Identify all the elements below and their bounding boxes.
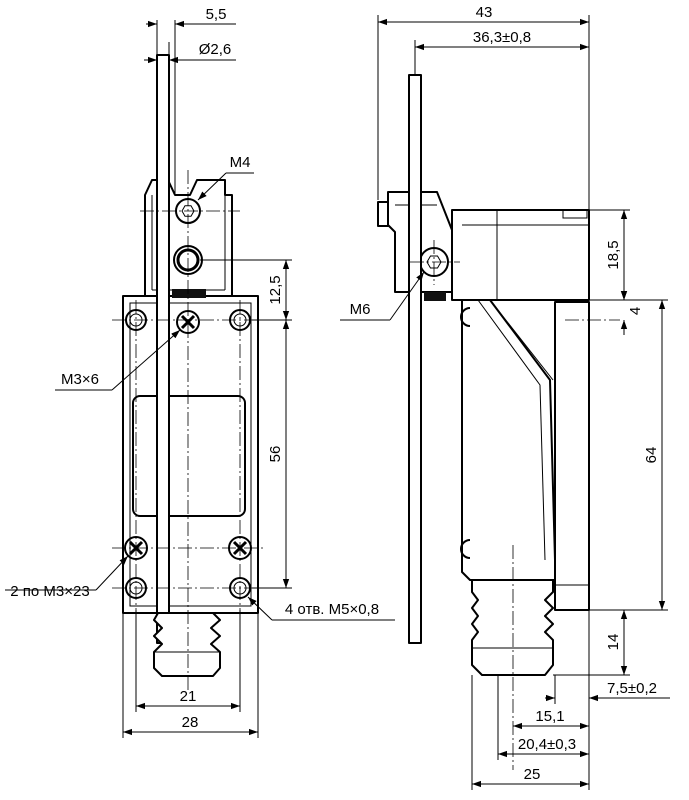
side-head-notch — [562, 209, 588, 219]
dim-lever-width: 5,5 — [206, 6, 227, 23]
dim-gland-height: 14 — [605, 634, 622, 651]
dim-mount-offset: 7,5±0,2 — [607, 680, 657, 697]
dim-overall-width: 43 — [476, 4, 493, 21]
label-m3x6: M3×6 — [61, 371, 99, 388]
dim-head-height: 18,5 — [605, 240, 622, 269]
front-view: 5,5 Ø2,6 M4 12,5 56 M3×6 2 по M3×23 4 от… — [5, 6, 395, 738]
side-cable-gland — [471, 579, 554, 676]
dim-head-offset: 12,5 — [267, 275, 284, 304]
dim-lever-diameter: Ø2,6 — [199, 41, 232, 58]
front-cable-gland — [153, 612, 221, 677]
side-mount-plate — [554, 301, 590, 611]
label-m4: M4 — [230, 154, 251, 171]
front-body-outline — [122, 295, 259, 614]
side-head-block — [451, 209, 590, 301]
side-view: 43 36,3±0,8 M6 18,5 4 64 14 7,5±0,2 — [340, 4, 670, 790]
side-lever-rod — [408, 74, 422, 644]
dim-hole-spacing: 21 — [180, 688, 197, 705]
label-m3x23: 2 по M3×23 — [10, 583, 89, 600]
dim-hole-depth: 15,1 — [535, 708, 564, 725]
dim-lever-offset: 36,3±0,8 — [473, 29, 531, 46]
dim-body-height: 56 — [267, 446, 284, 463]
dim-gland-position: 20,4±0,3 — [518, 736, 576, 753]
dim-body-width: 28 — [182, 714, 199, 731]
dim-gap: 4 — [627, 307, 644, 315]
label-m5-holes: 4 отв. M5×0,8 — [285, 601, 379, 618]
front-pad — [172, 289, 206, 298]
front-body-inner — [129, 302, 252, 607]
dim-body-height-side: 64 — [643, 447, 660, 464]
label-m6: M6 — [350, 301, 371, 318]
dim-depth: 25 — [524, 766, 541, 783]
front-window — [132, 395, 246, 517]
side-set-screw — [424, 292, 446, 301]
